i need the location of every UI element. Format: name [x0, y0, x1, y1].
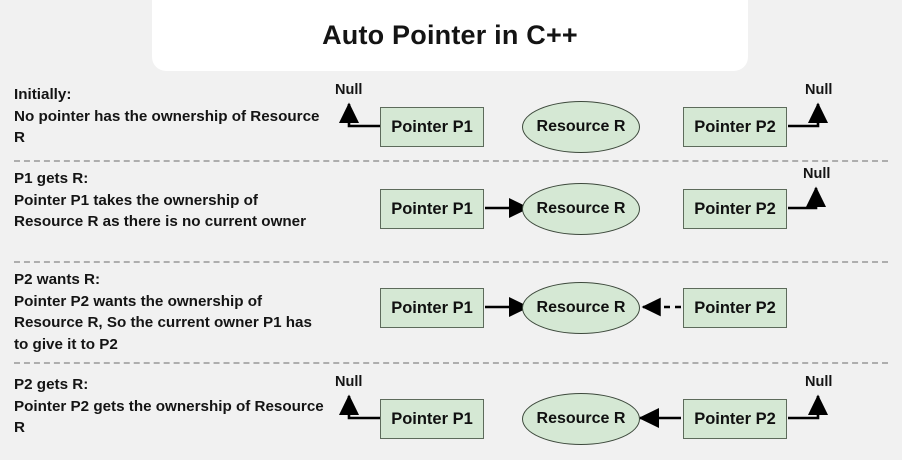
step-row-p2-gets-r: P2 gets R: Pointer P2 gets the ownership… — [0, 374, 902, 460]
null-label-p2-row4: Null — [805, 374, 833, 390]
resource-r-ellipse-row4[interactable]: Resource R — [522, 393, 640, 445]
p2-null-arrow-row4 — [788, 394, 829, 420]
step-heading-3: P2 wants R: — [14, 271, 101, 288]
step-row-p1-gets-r: P1 gets R: Pointer P1 takes the ownershi… — [0, 166, 902, 254]
step-description-1: Initially: No pointer has the ownership … — [14, 84, 324, 149]
title-banner: Auto Pointer in C++ — [152, 0, 748, 71]
resource-r-ellipse-row1[interactable]: Resource R — [522, 101, 640, 153]
step-description-4: P2 gets R: Pointer P2 gets the ownership… — [14, 374, 324, 439]
step-body-3: Pointer P2 wants the ownership of Resour… — [14, 292, 312, 353]
pointer-p2-box-row4[interactable]: Pointer P2 — [683, 399, 787, 439]
step-description-3: P2 wants R: Pointer P2 wants the ownersh… — [14, 269, 324, 355]
step-row-initially: Initially: No pointer has the ownership … — [0, 82, 902, 158]
p1-null-arrow-row1 — [338, 102, 381, 128]
row-separator-1 — [14, 160, 888, 162]
pointer-p1-box-row1[interactable]: Pointer P1 — [380, 107, 484, 147]
resource-r-ellipse-row2[interactable]: Resource R — [522, 183, 640, 235]
step-row-p2-wants-r: P2 wants R: Pointer P2 wants the ownersh… — [0, 269, 902, 355]
p2-null-arrow-row2 — [788, 186, 827, 210]
pointer-p1-box-row4[interactable]: Pointer P1 — [380, 399, 484, 439]
pointer-p1-box-row2[interactable]: Pointer P1 — [380, 189, 484, 229]
null-label-p2-row1: Null — [805, 82, 833, 98]
p2-null-arrow-row1 — [788, 102, 829, 128]
null-label-p1-row4: Null — [335, 374, 363, 390]
page-title: Auto Pointer in C++ — [322, 20, 578, 50]
step-body-1: No pointer has the ownership of Resource… — [14, 107, 320, 147]
resource-r-ellipse-row3[interactable]: Resource R — [522, 282, 640, 334]
pointer-p1-box-row3[interactable]: Pointer P1 — [380, 288, 484, 328]
p1-null-arrow-row4 — [338, 394, 381, 420]
row-separator-3 — [14, 362, 888, 364]
step-heading-1: Initially: — [14, 86, 72, 103]
step-description-2: P1 gets R: Pointer P1 takes the ownershi… — [14, 168, 324, 233]
pointer-p2-box-row2[interactable]: Pointer P2 — [683, 189, 787, 229]
step-body-4: Pointer P2 gets the ownership of Resourc… — [14, 397, 324, 437]
step-heading-2: P1 gets R: — [14, 170, 89, 187]
step-body-2: Pointer P1 takes the ownership of Resour… — [14, 191, 307, 231]
pointer-p2-box-row1[interactable]: Pointer P2 — [683, 107, 787, 147]
null-label-p2-row2: Null — [803, 166, 831, 182]
row-separator-2 — [14, 261, 888, 263]
step-heading-4: P2 gets R: — [14, 376, 89, 393]
null-label-p1-row1: Null — [335, 82, 363, 98]
pointer-p2-box-row3[interactable]: Pointer P2 — [683, 288, 787, 328]
